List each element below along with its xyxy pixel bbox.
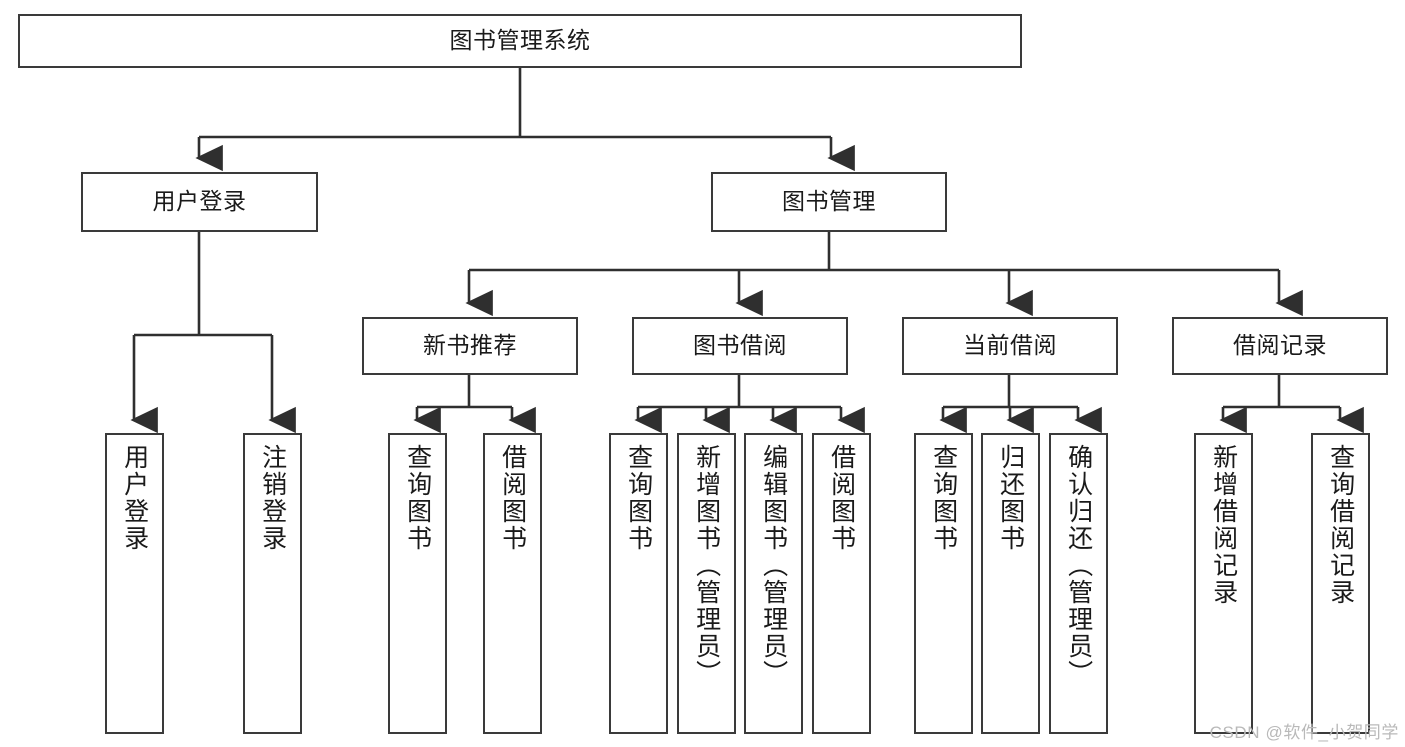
node-leaf-add-book-label: 新增图书（管理员）: [692, 444, 721, 687]
node-leaf-user-login-label: 用户登录: [120, 444, 149, 552]
node-leaf-borrow-book-1-label: 借阅图书: [498, 444, 527, 552]
watermark: CSDN @软件_小贺同学: [1209, 723, 1399, 742]
node-leaf-query-book-2[interactable]: 查询图书: [609, 433, 668, 734]
node-book-manage-label: 图书管理: [782, 188, 876, 215]
node-root-label: 图书管理系统: [449, 27, 591, 54]
node-leaf-borrow-book-2[interactable]: 借阅图书: [812, 433, 871, 734]
node-leaf-return-book-label: 归还图书: [996, 444, 1025, 552]
node-leaf-logout[interactable]: 注销登录: [243, 433, 302, 734]
node-user-login[interactable]: 用户登录: [81, 172, 318, 232]
node-leaf-borrow-book-2-label: 借阅图书: [827, 444, 856, 552]
node-leaf-confirm-return[interactable]: 确认归还（管理员）: [1049, 433, 1108, 734]
node-leaf-query-book-1-label: 查询图书: [403, 444, 432, 552]
node-leaf-query-book-2-label: 查询图书: [624, 444, 653, 552]
node-leaf-user-login[interactable]: 用户登录: [105, 433, 164, 734]
node-leaf-add-record[interactable]: 新增借阅记录: [1194, 433, 1253, 734]
node-new-book-recommend-label: 新书推荐: [423, 332, 517, 359]
node-current-borrow[interactable]: 当前借阅: [902, 317, 1118, 375]
node-book-borrow-label: 图书借阅: [693, 332, 787, 359]
node-leaf-logout-label: 注销登录: [258, 444, 287, 552]
node-leaf-query-book-3[interactable]: 查询图书: [914, 433, 973, 734]
node-current-borrow-label: 当前借阅: [963, 332, 1057, 359]
node-leaf-confirm-return-label: 确认归还（管理员）: [1064, 444, 1093, 687]
node-borrow-record[interactable]: 借阅记录: [1172, 317, 1388, 375]
node-leaf-query-record[interactable]: 查询借阅记录: [1311, 433, 1370, 734]
node-book-manage[interactable]: 图书管理: [711, 172, 947, 232]
node-leaf-query-book-1[interactable]: 查询图书: [388, 433, 447, 734]
node-root[interactable]: 图书管理系统: [18, 14, 1022, 68]
node-leaf-borrow-book-1[interactable]: 借阅图书: [483, 433, 542, 734]
node-leaf-add-book[interactable]: 新增图书（管理员）: [677, 433, 736, 734]
node-leaf-query-record-label: 查询借阅记录: [1326, 444, 1355, 606]
node-leaf-return-book[interactable]: 归还图书: [981, 433, 1040, 734]
node-borrow-record-label: 借阅记录: [1233, 332, 1327, 359]
node-leaf-edit-book-label: 编辑图书（管理员）: [759, 444, 788, 687]
node-book-borrow[interactable]: 图书借阅: [632, 317, 848, 375]
node-leaf-add-record-label: 新增借阅记录: [1209, 444, 1238, 606]
node-user-login-label: 用户登录: [152, 188, 247, 215]
node-new-book-recommend[interactable]: 新书推荐: [362, 317, 578, 375]
node-leaf-edit-book[interactable]: 编辑图书（管理员）: [744, 433, 803, 734]
node-leaf-query-book-3-label: 查询图书: [929, 444, 958, 552]
